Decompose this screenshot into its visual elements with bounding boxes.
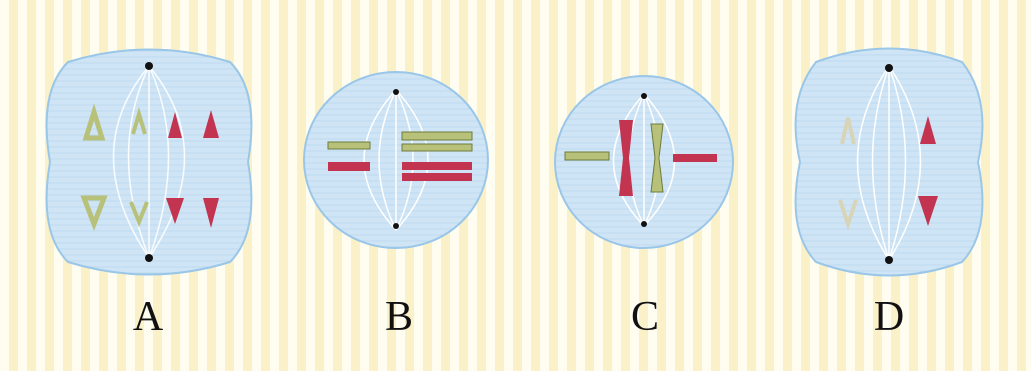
cell-c <box>553 74 735 250</box>
label-a: A <box>118 296 178 338</box>
label-b: B <box>369 296 429 338</box>
cell-a-drawing <box>38 42 260 282</box>
cell-c-pole-top <box>641 93 647 99</box>
cell-b <box>302 70 490 250</box>
cell-d-drawing <box>786 40 992 284</box>
cell-a-pole-top <box>145 62 153 70</box>
cell-a-pole-bottom <box>145 254 153 262</box>
cell-d <box>786 40 992 284</box>
cell-d-pole-bottom <box>885 256 893 264</box>
cell-b-pole-top <box>393 89 399 95</box>
cell-b-drawing <box>302 70 490 250</box>
label-c: C <box>615 296 675 338</box>
cell-a <box>38 42 260 282</box>
cell-b-pole-bottom <box>393 223 399 229</box>
cell-c-pole-bottom <box>641 221 647 227</box>
cell-d-pole-top <box>885 64 893 72</box>
cell-c-drawing <box>553 74 735 250</box>
label-d: D <box>859 296 919 338</box>
